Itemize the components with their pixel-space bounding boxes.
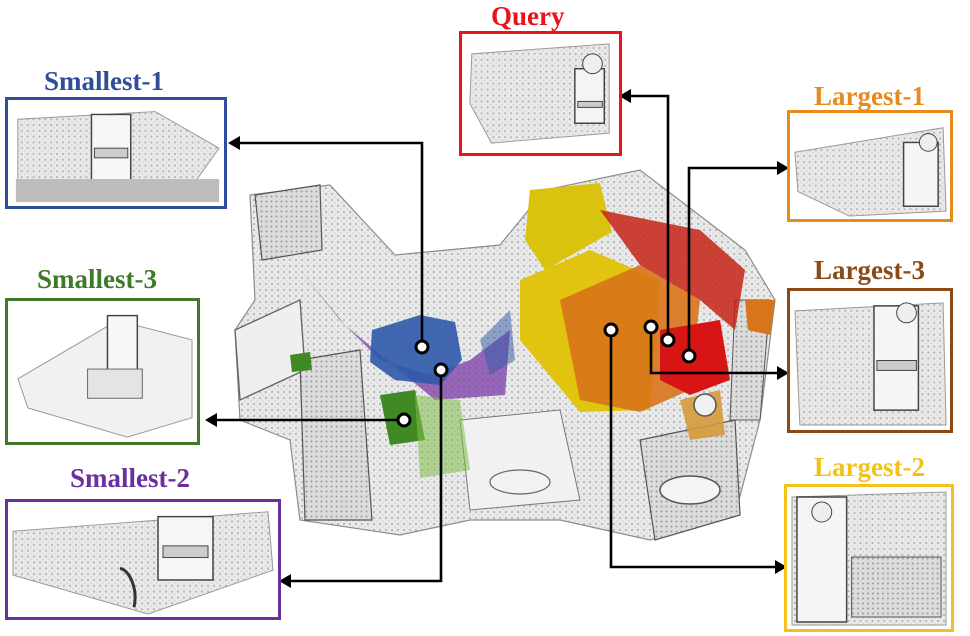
marker-largest-3 bbox=[643, 319, 659, 335]
label-largest-3: Largest-3 bbox=[814, 255, 925, 285]
panel-largest-2-image bbox=[791, 491, 947, 626]
connector-smallest-2 bbox=[288, 370, 443, 583]
panel-smallest-3-image bbox=[17, 314, 193, 438]
query-markers bbox=[396, 319, 697, 428]
segment-purple bbox=[300, 270, 510, 400]
panel-smallest-2 bbox=[5, 499, 281, 620]
marker-smallest-2 bbox=[433, 362, 449, 378]
arrowhead-left-icon bbox=[205, 413, 217, 427]
arrowheads bbox=[205, 89, 789, 588]
panel-query-image bbox=[469, 43, 610, 144]
panel-smallest-2-image bbox=[12, 511, 274, 615]
marker-query bbox=[660, 332, 676, 348]
connector-largest-1 bbox=[687, 166, 780, 356]
marker-smallest-3 bbox=[396, 412, 412, 428]
arrowhead-right-icon bbox=[777, 161, 789, 175]
panel-smallest-1 bbox=[5, 97, 227, 209]
panel-largest-1 bbox=[787, 110, 953, 222]
marker-largest-2 bbox=[603, 322, 619, 338]
panel-largest-3 bbox=[787, 288, 953, 433]
marker-smallest-1 bbox=[414, 339, 430, 355]
connector-largest-3 bbox=[649, 327, 780, 375]
label-largest-2: Largest-2 bbox=[814, 452, 925, 482]
label-smallest-3: Smallest-3 bbox=[37, 264, 157, 294]
marker-largest-1 bbox=[681, 348, 697, 364]
connector-largest-2 bbox=[609, 330, 778, 569]
label-largest-1: Largest-1 bbox=[814, 81, 925, 111]
connector-lines bbox=[214, 94, 780, 583]
label-smallest-2: Smallest-2 bbox=[70, 463, 190, 493]
panel-query bbox=[459, 31, 622, 156]
label-query: Query bbox=[491, 1, 565, 31]
arrowhead-left-icon bbox=[279, 574, 291, 588]
panel-largest-3-image bbox=[794, 302, 947, 426]
connector-query bbox=[627, 94, 670, 340]
panel-smallest-1-image bbox=[15, 111, 220, 203]
arrowhead-right-icon bbox=[777, 366, 789, 380]
arrowhead-left-icon bbox=[619, 89, 631, 103]
label-smallest-1: Smallest-1 bbox=[44, 66, 164, 96]
panel-largest-2 bbox=[784, 484, 954, 632]
panel-largest-1-image bbox=[794, 127, 947, 217]
arrowhead-right-icon bbox=[775, 560, 787, 574]
arrowhead-left-icon bbox=[228, 136, 240, 150]
panel-smallest-3 bbox=[5, 298, 200, 445]
connector-smallest-1 bbox=[236, 141, 424, 347]
